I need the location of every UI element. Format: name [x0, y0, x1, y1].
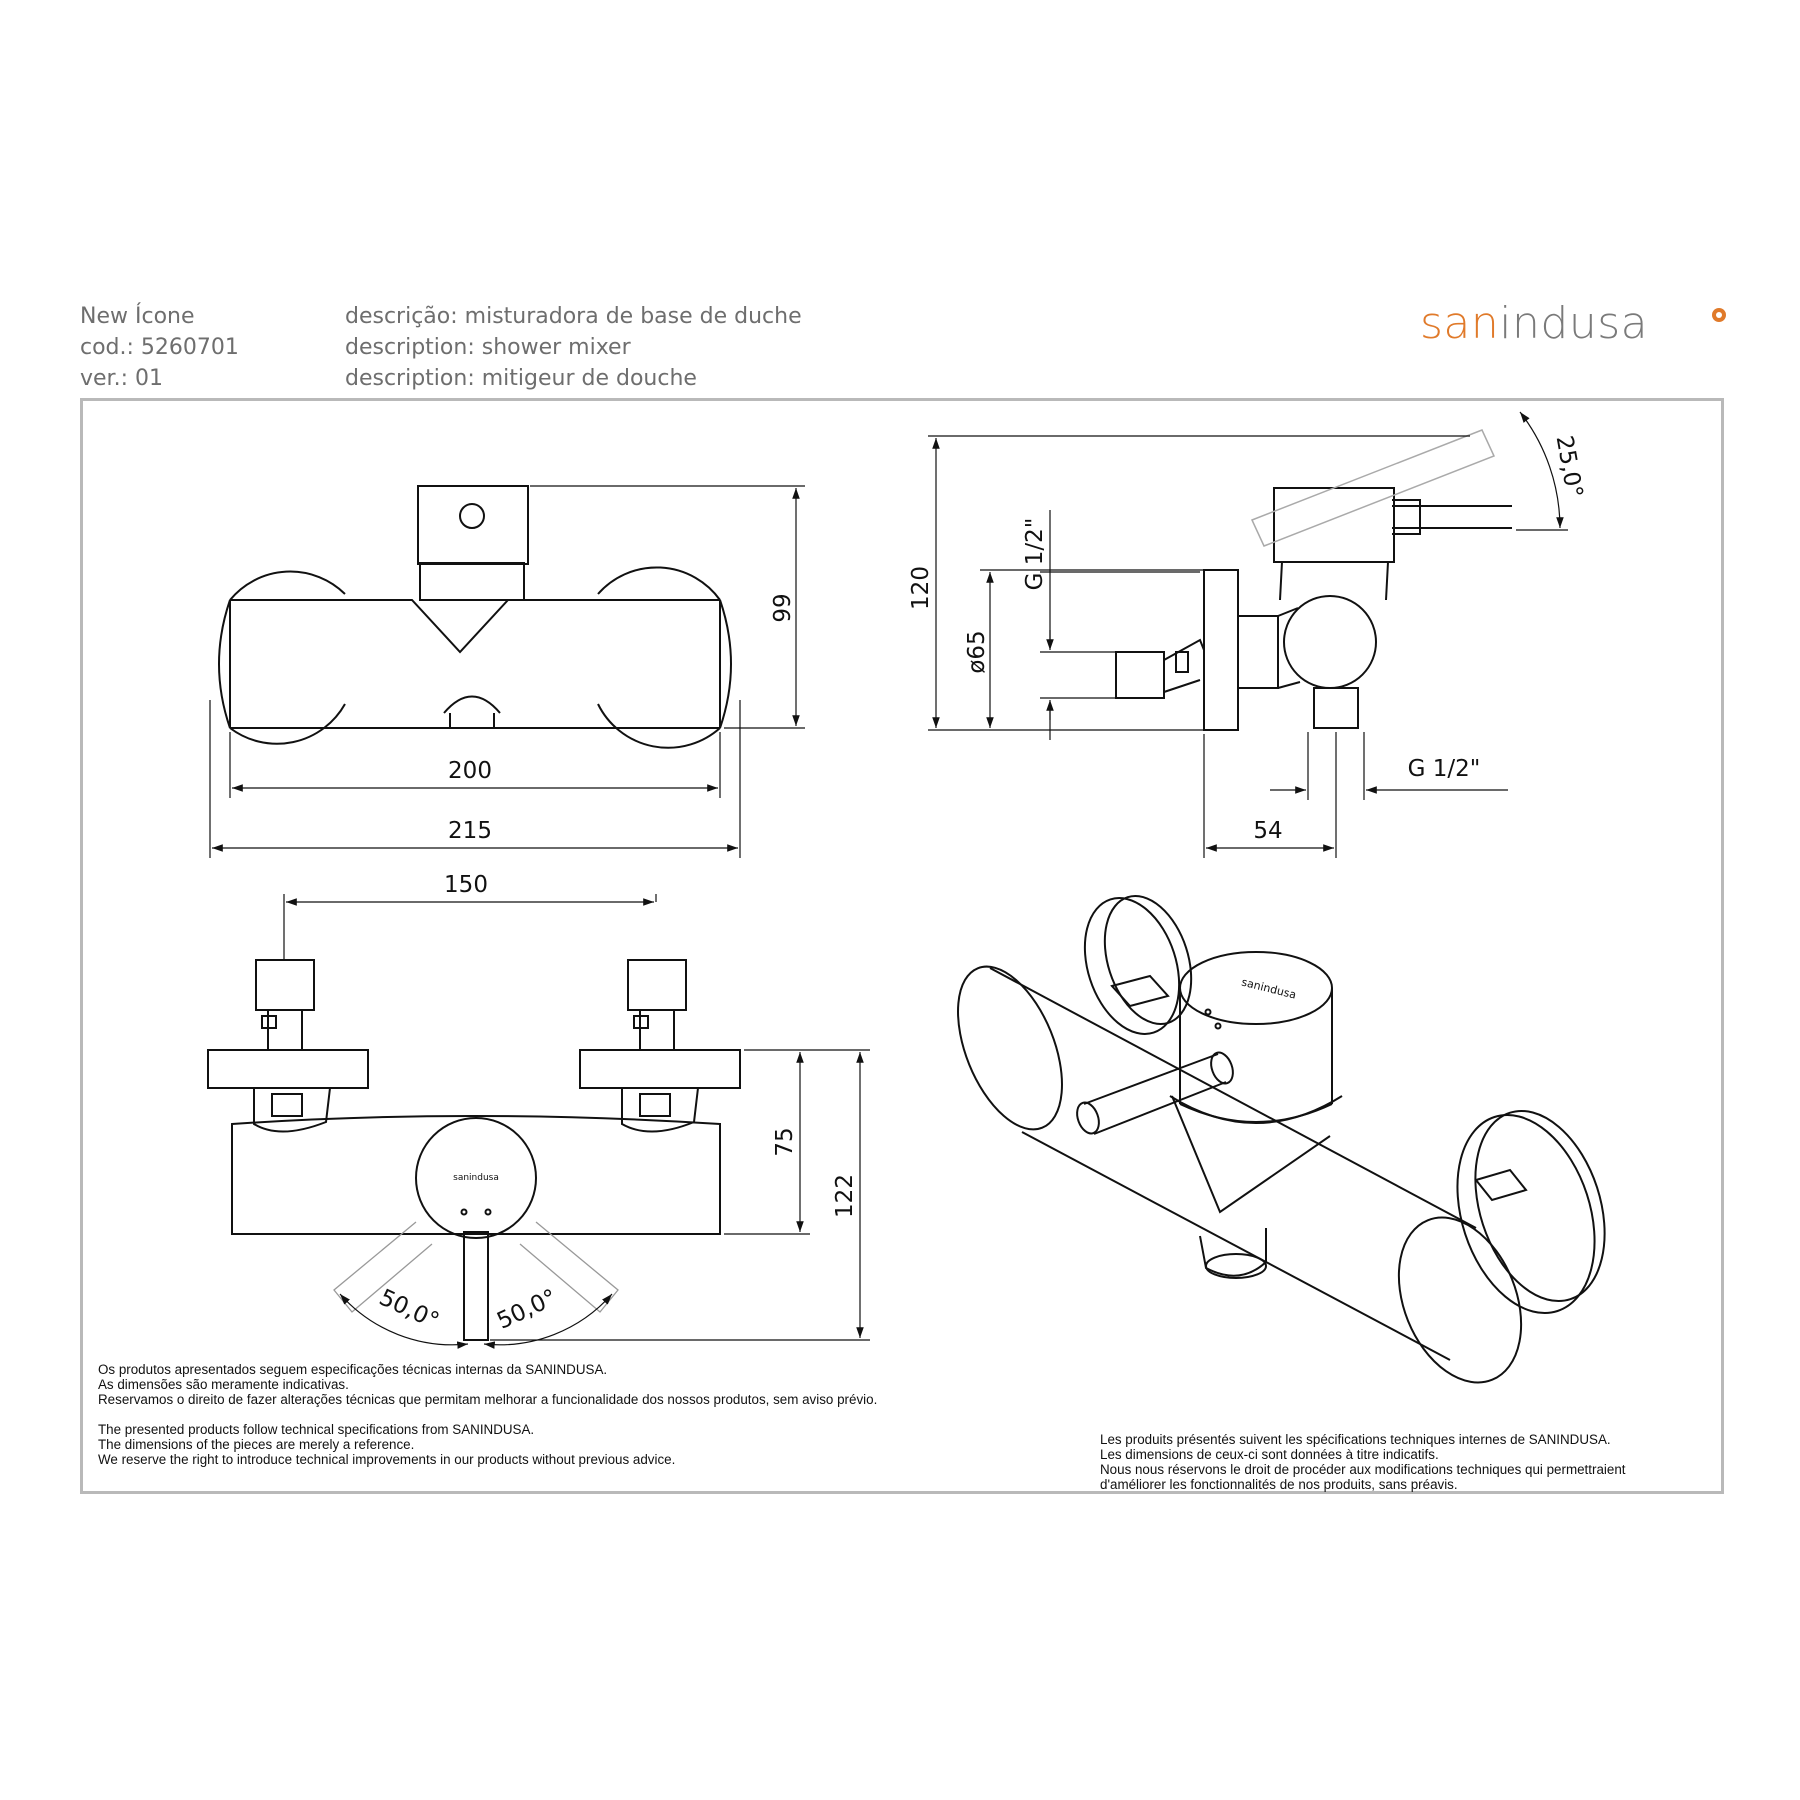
dim-top-angle-right: 50,0°	[493, 1285, 561, 1335]
side-dimensions	[928, 411, 1568, 858]
iso-brand-mark: sanindusa	[1240, 976, 1297, 1002]
dim-top-height-body: 75	[772, 1127, 798, 1156]
drawing-frame	[80, 398, 1724, 1494]
description-fr: description: mitigeur de douche	[345, 366, 697, 391]
note-en-1: The presented products follow technical …	[98, 1422, 535, 1437]
isometric-view	[957, 895, 1606, 1384]
dim-top-height-total: 122	[832, 1174, 858, 1218]
dim-front-width-body: 200	[448, 758, 492, 784]
dim-top-spacing: 150	[444, 872, 488, 898]
product-version: ver.: 01	[80, 366, 163, 391]
product-name: New Ícone	[80, 304, 195, 329]
top-rotated-levers	[333, 1221, 619, 1313]
dim-side-depth: 54	[1253, 818, 1282, 844]
logo-part-indusa: indusa	[1499, 298, 1649, 349]
front-dimensions	[209, 485, 805, 858]
dim-front-width-total: 215	[448, 818, 492, 844]
description-pt: descrição: misturadora de base de duche	[345, 304, 802, 329]
top-dimensions	[283, 894, 870, 1349]
dim-side-diameter: ø65	[964, 630, 990, 673]
note-fr-3: Nous nous réservons le droit de procéder…	[1100, 1462, 1626, 1477]
note-fr-1: Les produits présentés suivent les spéci…	[1100, 1432, 1611, 1447]
note-fr-2: Les dimensions de ceux-ci sont données à…	[1100, 1447, 1439, 1462]
dim-top-angle-left: 50,0°	[375, 1285, 443, 1335]
note-fr-4: d'améliorer les fonctionnalités de nos p…	[1100, 1477, 1458, 1492]
side-view	[1115, 429, 1512, 731]
logo-dot-icon	[1712, 308, 1726, 322]
front-view	[218, 485, 732, 749]
dim-side-thread-top: G 1/2"	[1022, 518, 1048, 591]
logo-part-san: san	[1420, 298, 1500, 349]
note-en-2: The dimensions of the pieces are merely …	[98, 1437, 415, 1452]
description-en: description: shower mixer	[345, 335, 631, 360]
dim-side-height: 120	[908, 566, 934, 610]
note-pt-2: As dimensões são meramente indicativas.	[98, 1377, 349, 1392]
note-pt-3: Reservamos o direito de fazer alterações…	[98, 1392, 878, 1407]
dim-front-height: 99	[770, 593, 796, 622]
top-view	[207, 959, 741, 1341]
note-en-3: We reserve the right to introduce techni…	[98, 1452, 676, 1467]
brand-logo: sanindusa	[1420, 298, 1648, 349]
handle-brand-mark: sanindusa	[453, 1173, 499, 1183]
note-pt-1: Os produtos apresentados seguem especifi…	[98, 1362, 608, 1377]
dim-side-thread-bottom: G 1/2"	[1408, 756, 1481, 782]
product-code: cod.: 5260701	[80, 335, 239, 360]
